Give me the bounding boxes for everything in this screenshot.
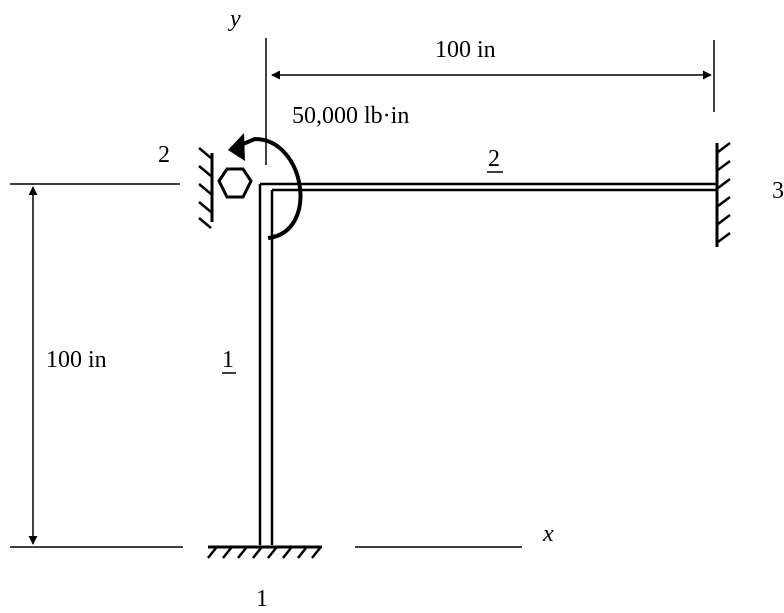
- fixed-support-node1: [207, 545, 322, 559]
- fixed-support-node3: [715, 142, 731, 247]
- node3-label: 3: [772, 178, 784, 204]
- vertical-dimension-label: 100 in: [46, 347, 107, 373]
- x-axis-label: x: [542, 521, 554, 547]
- moment-label: 50,000 lb·in: [292, 103, 409, 129]
- element1-label: 1: [222, 347, 234, 373]
- y-axis-label: y: [228, 6, 241, 32]
- roller-support-node2: [198, 147, 253, 229]
- moment-arrowhead: [228, 133, 245, 161]
- moment-arc: [230, 136, 303, 240]
- horizontal-dimension-label: 100 in: [435, 37, 496, 63]
- node1-label: 1: [256, 586, 268, 612]
- node2-label: 2: [158, 142, 170, 168]
- element2-label: 2: [488, 146, 500, 172]
